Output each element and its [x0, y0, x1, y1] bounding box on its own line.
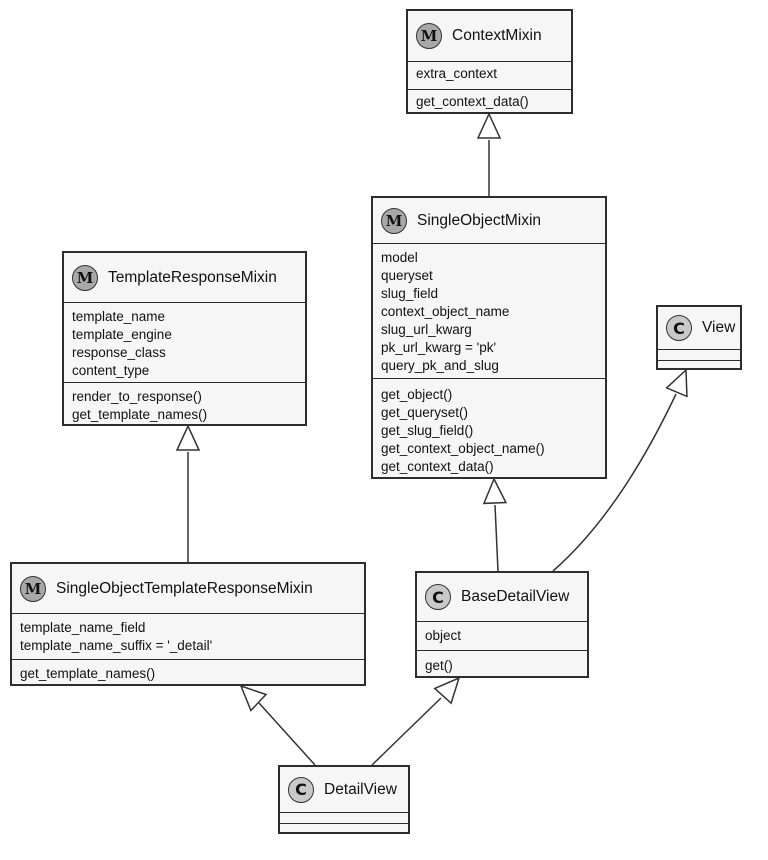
class-name: TemplateResponseMixin	[108, 268, 277, 286]
generalization-arrowhead	[476, 112, 502, 139]
generalization-arrowhead	[433, 676, 461, 705]
mixin-stereotype-icon: M	[416, 23, 442, 49]
method: get_context_object_name()	[381, 441, 545, 456]
method: render_to_response()	[72, 389, 202, 404]
attributes-compartment: extra_context	[408, 62, 571, 89]
class-single-object-mixin[interactable]: M SingleObjectMixin model queryset slug_…	[371, 196, 607, 479]
method: get_object()	[381, 387, 453, 402]
attribute: slug_url_kwarg	[381, 322, 472, 337]
attribute: model	[381, 250, 418, 265]
edge-detail-view-to-sotrm	[239, 684, 316, 766]
attribute: content_type	[72, 363, 150, 378]
edge-single-object-mixin-to-context-mixin	[476, 112, 502, 196]
methods-compartment: get_template_names()	[12, 659, 364, 686]
class-header: C DetailView	[280, 767, 408, 813]
mixin-stereotype-icon: M	[20, 575, 46, 602]
methods-compartment: get()	[417, 650, 587, 678]
attributes-compartment	[658, 350, 740, 360]
class-stereotype-icon: C	[288, 776, 314, 803]
class-header: M ContextMixin	[408, 11, 571, 62]
attribute: object	[425, 628, 462, 643]
method: get()	[425, 658, 453, 673]
method: get_context_data()	[381, 459, 494, 474]
attribute: template_engine	[72, 327, 172, 342]
methods-compartment	[280, 823, 408, 832]
class-header: M SingleObjectTemplateResponseMixin	[12, 564, 364, 614]
class-detail-view[interactable]: C DetailView	[278, 765, 410, 834]
attribute: template_name_field	[20, 620, 146, 635]
class-header: M TemplateResponseMixin	[64, 253, 305, 303]
mixin-stereotype-icon: M	[72, 264, 98, 291]
class-name: BaseDetailView	[461, 588, 570, 605]
edge-sotrm-to-template-response-mixin	[175, 424, 201, 562]
attribute: slug_field	[381, 286, 439, 301]
methods-compartment: render_to_response() get_template_names(…	[64, 382, 305, 427]
edge-base-detail-view-to-single-object-mixin	[482, 477, 508, 572]
attribute: template_name	[72, 309, 166, 324]
class-name: SingleObjectTemplateResponseMixin	[56, 579, 313, 597]
attribute: template_name_suffix = '_detail'	[20, 638, 213, 653]
class-name: ContextMixin	[452, 27, 542, 44]
attributes-compartment	[280, 813, 408, 823]
class-header: C View	[658, 307, 740, 350]
class-single-object-template-response-mixin[interactable]: M SingleObjectTemplateResponseMixin temp…	[10, 562, 366, 686]
class-header: C BaseDetailView	[417, 573, 587, 622]
method: get_queryset()	[381, 405, 469, 420]
attribute: response_class	[72, 345, 166, 360]
methods-compartment: get_object() get_queryset() get_slug_fie…	[373, 378, 605, 479]
class-name: DetailView	[324, 780, 397, 798]
class-base-detail-view[interactable]: C BaseDetailView object get()	[415, 571, 589, 678]
class-name: View	[702, 319, 736, 336]
class-template-response-mixin[interactable]: M TemplateResponseMixin template_name te…	[62, 251, 307, 426]
method: get_slug_field()	[381, 423, 474, 438]
attribute: query_pk_and_slug	[381, 358, 499, 373]
methods-compartment: get_context_data()	[408, 89, 571, 114]
class-view[interactable]: C View	[656, 305, 742, 370]
edge-detail-view-to-base-detail-view	[371, 676, 461, 766]
method: get_template_names()	[72, 407, 208, 422]
attribute: context_object_name	[381, 304, 510, 319]
attributes-compartment: object	[417, 622, 587, 650]
method: get_context_data()	[416, 94, 529, 109]
class-header: M SingleObjectMixin	[373, 198, 605, 244]
class-context-mixin[interactable]: M ContextMixin extra_context get_context…	[406, 9, 573, 114]
method: get_template_names()	[20, 666, 156, 681]
attributes-compartment: template_name template_engine response_c…	[64, 303, 305, 382]
methods-compartment	[658, 360, 740, 368]
class-stereotype-icon: C	[425, 584, 451, 610]
generalization-arrowhead	[665, 368, 688, 398]
generalization-arrowhead	[175, 424, 201, 451]
attribute: queryset	[381, 268, 433, 283]
class-stereotype-icon: C	[666, 315, 692, 341]
mixin-stereotype-icon: M	[381, 207, 407, 234]
attributes-compartment: template_name_field template_name_suffix…	[12, 614, 364, 659]
attribute: pk_url_kwarg = 'pk'	[381, 340, 497, 355]
attributes-compartment: model queryset slug_field context_object…	[373, 244, 605, 378]
attribute: extra_context	[416, 66, 498, 81]
generalization-arrowhead	[482, 477, 508, 505]
edge-base-detail-view-to-view	[552, 368, 688, 572]
class-name: SingleObjectMixin	[417, 211, 542, 229]
generalization-arrowhead	[239, 684, 268, 712]
